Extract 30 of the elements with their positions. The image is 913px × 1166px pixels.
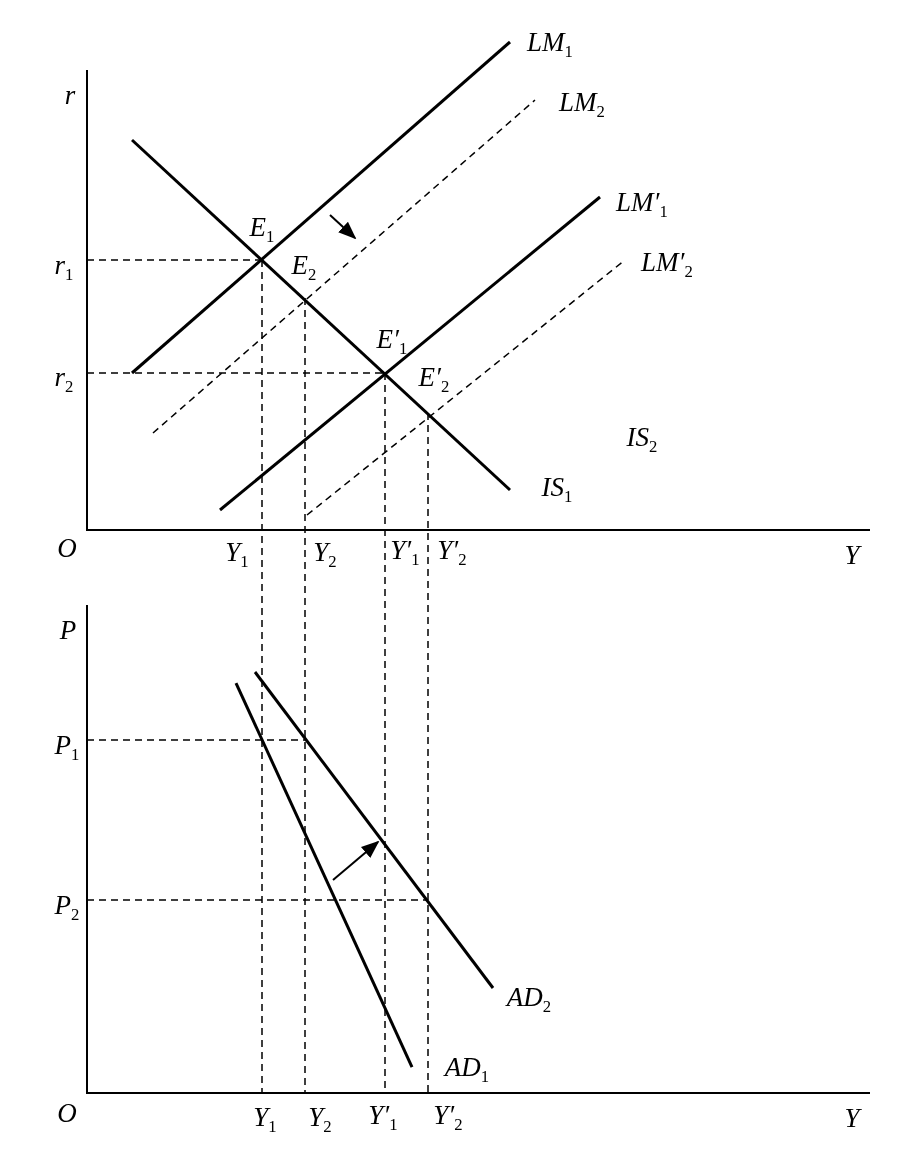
axis-label: r: [64, 81, 76, 109]
axis-label: Y′$_{2}$: [437, 536, 467, 570]
axis-label: r$_{2}$: [54, 363, 74, 397]
axis-label: Y$_{2}$: [308, 1103, 332, 1137]
axis-label: IS$_{1}$: [541, 473, 573, 507]
axis-label: P: [59, 616, 77, 644]
axis-label: E$_{2}$: [291, 251, 317, 285]
axis-label: LM′$_{2}$: [641, 248, 693, 282]
axis-label: E′$_{2}$: [418, 363, 450, 397]
axis-label: AD$_{1}$: [444, 1053, 490, 1087]
axis-label: Y$_{2}$: [313, 538, 337, 572]
axis-label: r$_{1}$: [54, 251, 74, 285]
axis-label: LM′$_{1}$: [616, 188, 668, 222]
axis-label: IS$_{2}$: [626, 423, 658, 457]
axis-label: Y′$_{2}$: [433, 1101, 463, 1135]
axis-label: E$_{1}$: [249, 213, 275, 247]
axis-label: Y: [844, 541, 860, 569]
axis-label: E′$_{1}$: [376, 325, 408, 359]
axis-label: LM$_{1}$: [527, 28, 573, 62]
axis-label: Y: [844, 1104, 860, 1132]
axis-label: Y′$_{1}$: [368, 1101, 398, 1135]
axis-label: Y′$_{1}$: [390, 536, 420, 570]
axis-label: P$_{1}$: [54, 731, 80, 765]
axis-label: Y$_{1}$: [253, 1103, 277, 1137]
axis-label: P$_{2}$: [54, 891, 80, 925]
axis-label: O: [57, 1099, 77, 1127]
axis-label: LM$_{2}$: [559, 88, 605, 122]
axis-label: AD$_{2}$: [506, 983, 552, 1017]
axis-label: O: [57, 534, 77, 562]
axis-label: Y$_{1}$: [225, 538, 249, 572]
